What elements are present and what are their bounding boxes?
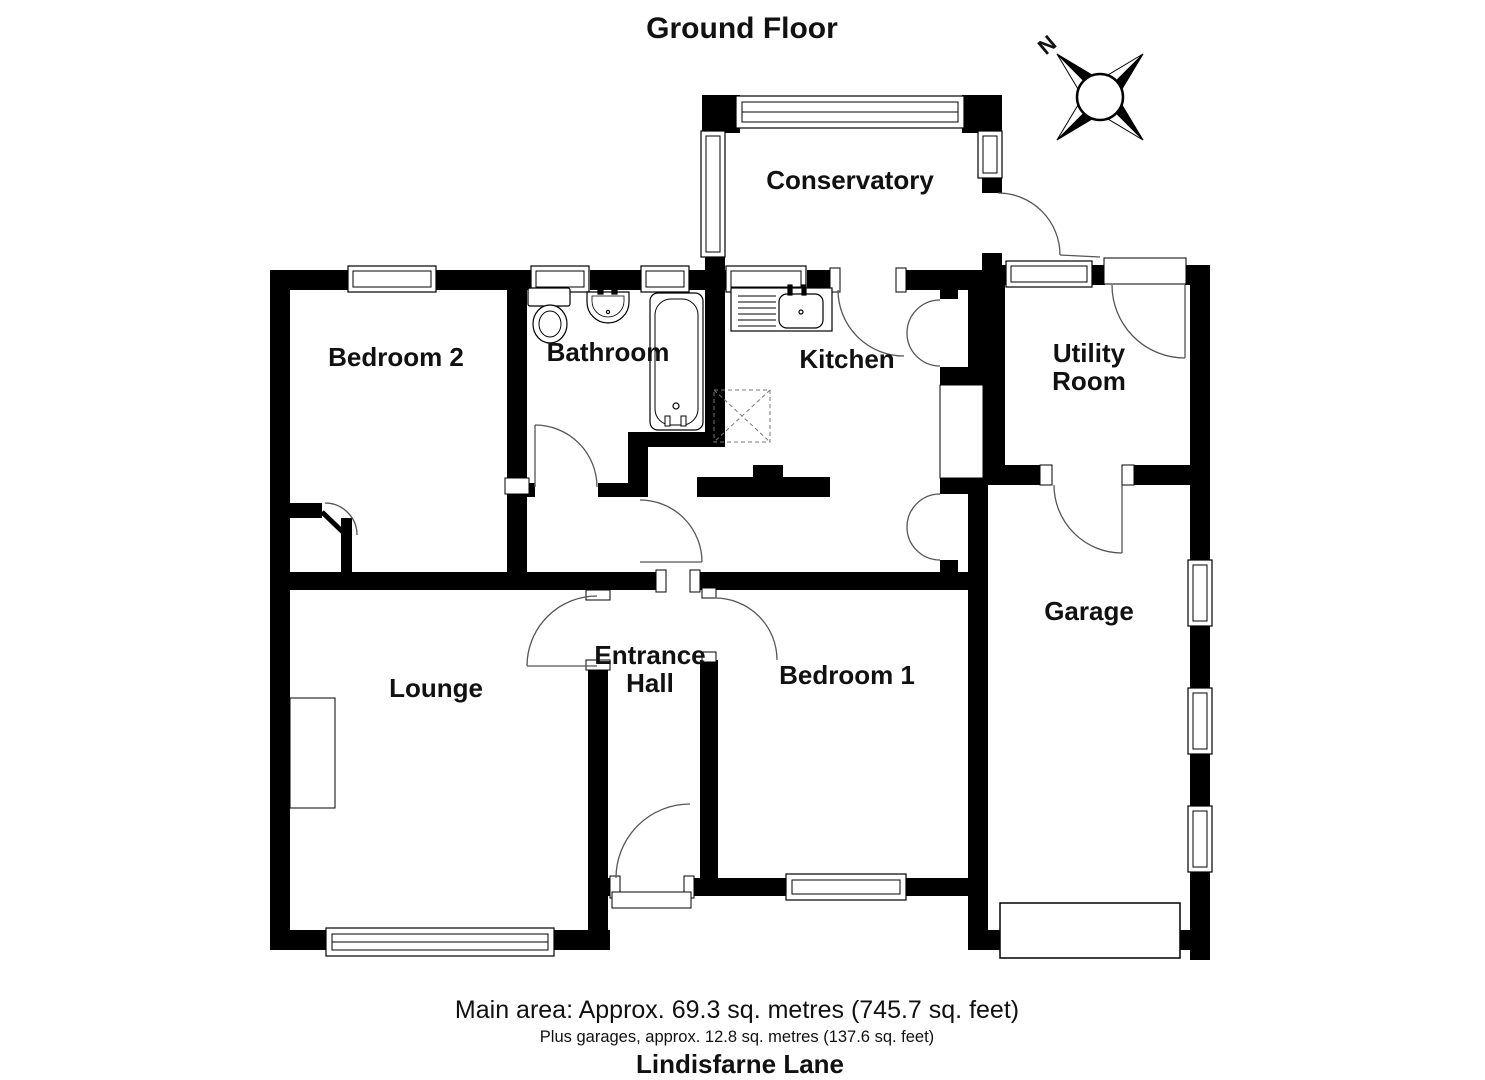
kitchen-sink xyxy=(730,284,833,332)
footer-garage-area: Plus garages, approx. 12.8 sq. metres (1… xyxy=(540,1028,934,1046)
room-label-lounge: Lounge xyxy=(389,673,483,703)
page-title: Ground Floor xyxy=(646,12,838,45)
bifold-kitchen-bottom xyxy=(906,493,941,561)
compass-north-label: N xyxy=(1033,30,1061,59)
room-label-bedroom1: Bedroom 1 xyxy=(779,660,915,690)
door-conservatory-kitchen xyxy=(837,289,905,357)
room-label-kitchen: Kitchen xyxy=(799,344,894,374)
window-conservatory-top xyxy=(735,95,965,129)
room-label-hall-line1: Entrance xyxy=(594,640,705,670)
room-label-garage: Garage xyxy=(1044,596,1134,626)
room-label-utility-line2: Room xyxy=(1052,366,1126,396)
toilet xyxy=(527,287,571,344)
window-bedroom2 xyxy=(347,265,437,293)
door-front xyxy=(615,803,691,879)
garage-door xyxy=(999,902,1181,959)
fireplace xyxy=(289,697,336,809)
door-lounge xyxy=(526,595,598,667)
fixtures xyxy=(289,257,1187,959)
door-jambs xyxy=(504,267,1135,899)
window-utility xyxy=(1005,260,1093,288)
door-bedroom1 xyxy=(714,597,778,661)
utility-door-step xyxy=(1103,257,1187,285)
room-label-conservatory: Conservatory xyxy=(766,165,934,195)
door-swings xyxy=(320,192,1186,879)
window-conservatory-right xyxy=(977,130,1003,179)
door-conservatory xyxy=(997,192,1061,256)
front-door-step xyxy=(611,891,692,909)
window-garage-2 xyxy=(1187,687,1213,755)
door-leaf-bedroom2 xyxy=(320,510,349,538)
cupboard xyxy=(939,384,984,479)
bifold-kitchen-top xyxy=(906,299,941,367)
appliance-space xyxy=(713,389,771,443)
window-garage-1 xyxy=(1187,559,1213,627)
compass-circle xyxy=(1075,72,1125,122)
door-bedroom2 xyxy=(324,502,358,536)
basin xyxy=(586,285,630,324)
bathtub xyxy=(649,292,704,431)
door-garage xyxy=(1053,484,1123,554)
window-bedroom1 xyxy=(785,873,907,901)
room-label-hall-line2: Hall xyxy=(626,668,674,698)
room-label-bathroom: Bathroom xyxy=(547,337,670,367)
footer-street-name: Lindisfarne Lane xyxy=(636,1049,844,1079)
window-lounge xyxy=(325,927,555,957)
window-garage-3 xyxy=(1187,805,1213,873)
footer-main-area: Main area: Approx. 69.3 sq. metres (745.… xyxy=(455,996,1019,1024)
room-label-utility-line1: Utility xyxy=(1053,338,1126,368)
windows xyxy=(325,95,1213,957)
window-conservatory-left xyxy=(700,130,726,258)
room-label-bedroom2: Bedroom 2 xyxy=(328,342,464,372)
window-bathroom-2 xyxy=(640,265,690,293)
door-bathroom xyxy=(534,424,598,488)
compass: N xyxy=(1033,30,1144,141)
door-utility-front xyxy=(1111,284,1186,359)
door-kitchen-hall xyxy=(639,499,703,563)
